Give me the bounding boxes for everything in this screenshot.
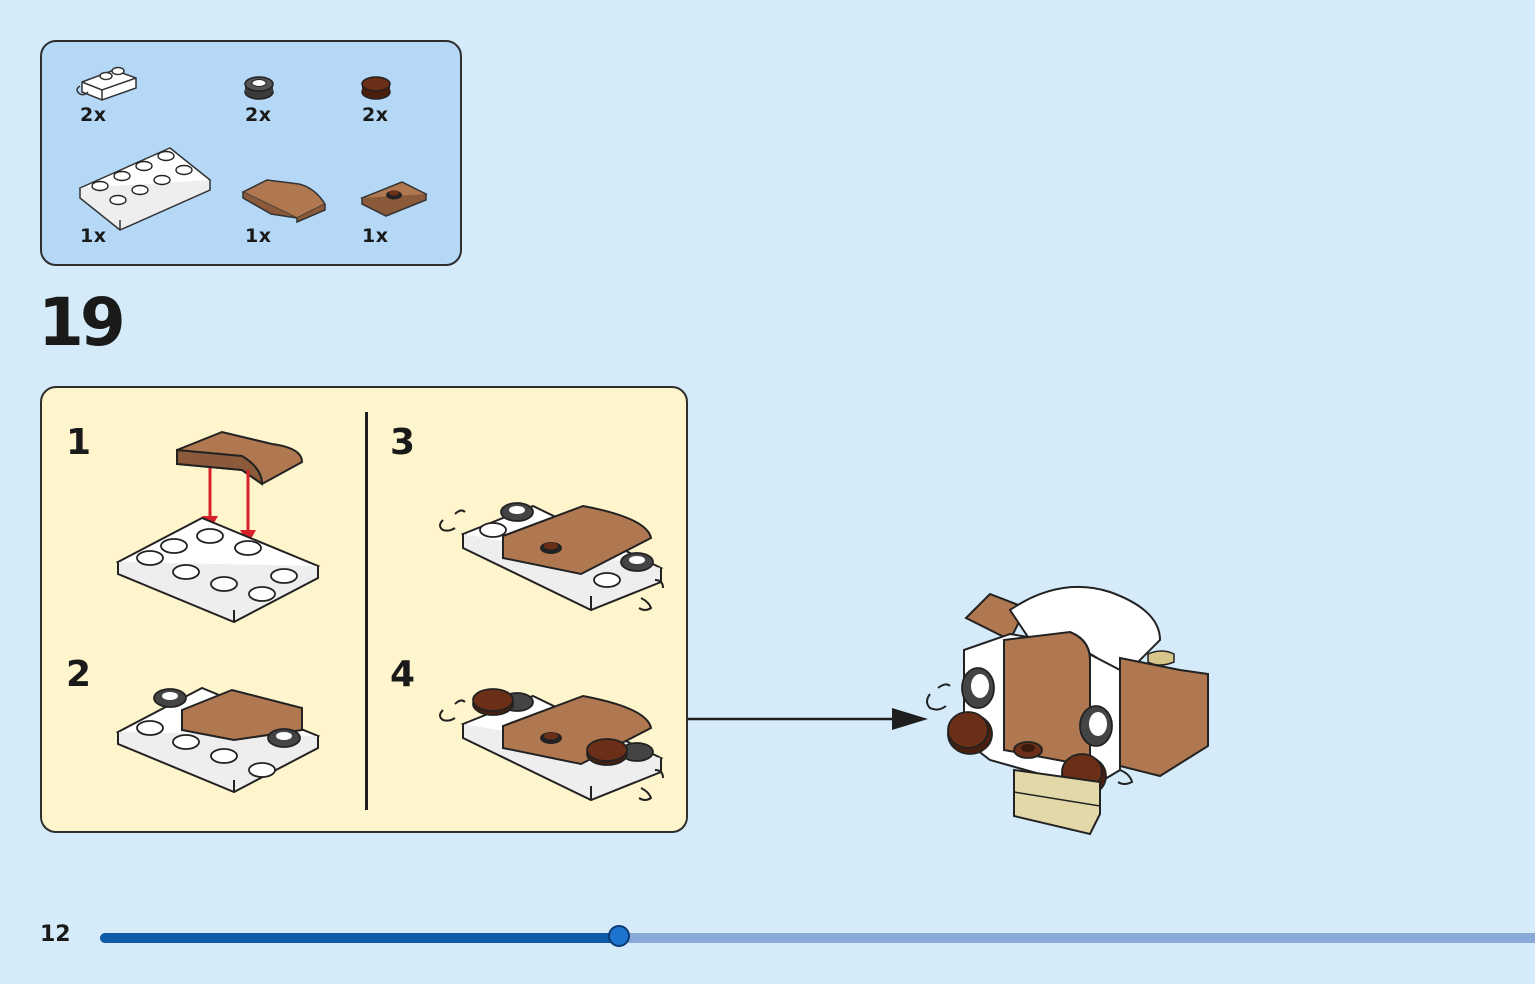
substep-1-illustration: [115, 430, 321, 624]
substep-number: 4: [390, 654, 416, 695]
progress-bar: [100, 925, 1535, 947]
substep-panel: 1 2 3 4: [40, 386, 688, 833]
substep-number: 2: [66, 654, 92, 695]
step-number: 19: [38, 284, 126, 361]
part-white-clip-plate: 2x: [72, 60, 202, 160]
dark-gray-round-tile-icon: [244, 76, 274, 100]
substep-number: 1: [66, 422, 92, 463]
part-brown-jumper-plate: 1x: [354, 142, 484, 247]
part-qty: 1x: [362, 225, 389, 247]
part-qty: 1x: [245, 225, 272, 247]
substep-4-illustration: [439, 688, 664, 802]
substep-number: 3: [390, 422, 416, 463]
part-white-plate-2x4: 1x: [72, 142, 212, 247]
part-qty: 2x: [80, 104, 107, 126]
part-brown-curved-slope: 1x: [237, 142, 367, 247]
progress-knob: [608, 925, 630, 947]
part-qty: 1x: [80, 225, 107, 247]
white-plate-icon: [78, 147, 212, 231]
dark-brown-round-tile-icon: [361, 76, 391, 100]
panel-divider: [365, 412, 368, 810]
progress-fill: [100, 933, 619, 943]
part-qty: 2x: [245, 104, 272, 126]
part-dark-brown-round-tile: 2x: [354, 60, 484, 160]
page-number: 12: [40, 922, 71, 947]
white-clip-plate-icon: [76, 66, 137, 101]
substep-3-illustration: [439, 502, 664, 612]
brown-curved-slope-icon: [241, 179, 327, 224]
part-qty: 2x: [362, 104, 389, 126]
substep-2-illustration: [115, 686, 321, 794]
assembled-model-illustration: [926, 585, 1209, 836]
part-dark-gray-round-tile: 2x: [237, 60, 367, 160]
result-arrow: [688, 708, 928, 730]
brown-jumper-plate-icon: [360, 181, 428, 217]
parts-list-box: 2x 2x 2x 1x: [40, 40, 462, 266]
